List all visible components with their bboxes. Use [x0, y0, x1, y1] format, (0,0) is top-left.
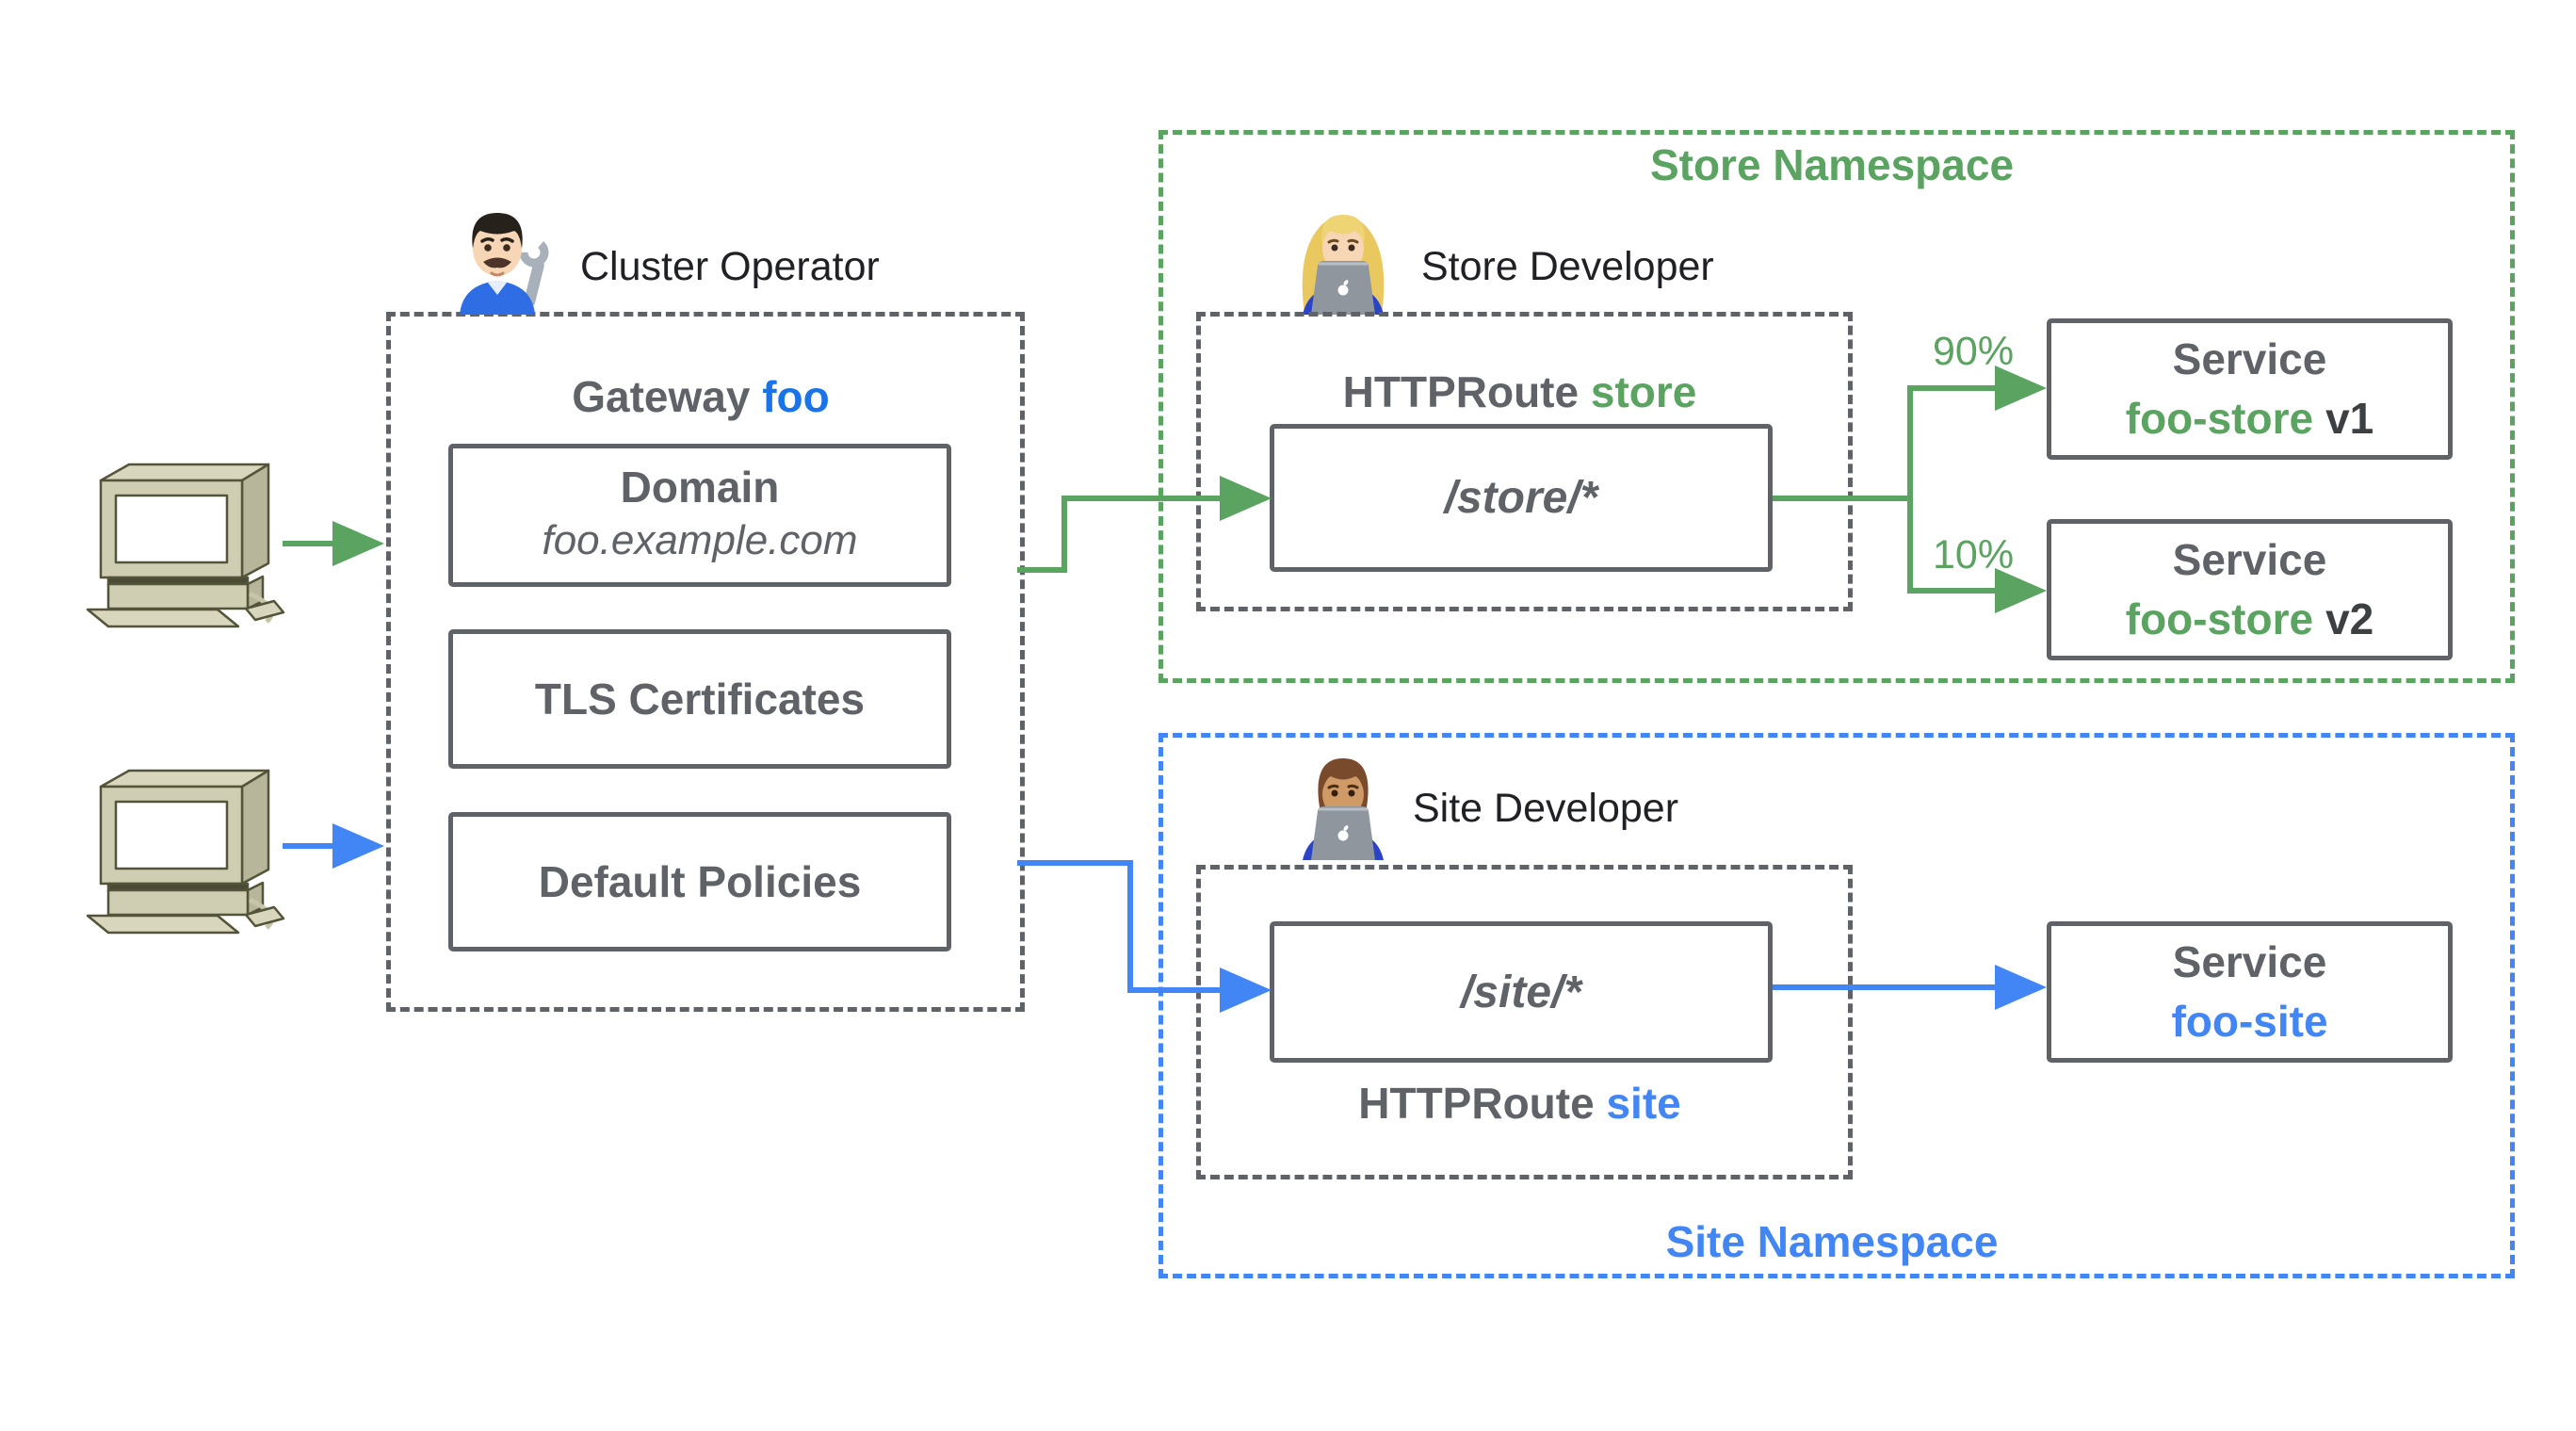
default-policies-card: Default Policies — [448, 812, 951, 951]
gateway-title-name: foo — [762, 372, 830, 421]
split-90-label: 90% — [1933, 329, 2015, 374]
site-path-text: /site/* — [1460, 967, 1582, 1017]
store-split-stem-line — [1907, 385, 1913, 594]
gateway-to-store-arrowhead — [1220, 476, 1272, 521]
gateway-title: Gateway foo — [386, 375, 1015, 418]
client-computer-icon-2 — [86, 769, 285, 935]
woman-technologist-emoji-icon — [1302, 215, 1385, 315]
httproute-store-title: HTTPRoute store — [1196, 370, 1843, 414]
httproute-store-box — [1196, 312, 1853, 611]
gateway-title-prefix: Gateway — [572, 372, 751, 421]
store-path-box: /store/* — [1270, 424, 1773, 572]
man-technologist-emoji-icon — [1303, 758, 1384, 860]
httproute-site-title-name: site — [1606, 1079, 1681, 1128]
store-namespace-box — [1158, 130, 2515, 683]
service-foo-site-box: Service foo-site — [2047, 921, 2453, 1063]
store-split-90-line — [1907, 385, 1997, 391]
httproute-store-title-name: store — [1590, 367, 1697, 416]
domain-card: Domain foo.example.com — [448, 444, 951, 587]
site-namespace-label: Site Namespace — [1665, 1217, 1999, 1266]
service-foo-store-v2-version: v2 — [2325, 594, 2374, 643]
domain-card-subtitle: foo.example.com — [542, 516, 858, 563]
tls-certificates-card: TLS Certificates — [448, 629, 951, 769]
client1-to-gateway-line — [283, 541, 334, 546]
service-foo-store-v1-prefix: Service — [2172, 333, 2327, 383]
tls-certificates-card-title: TLS Certificates — [534, 674, 866, 724]
service-foo-site-name: foo-site — [2171, 997, 2328, 1046]
client-computer-icon-1 — [86, 463, 285, 628]
gateway-to-store-line-h2 — [1061, 496, 1220, 501]
gateway-to-store-line-v — [1061, 496, 1067, 573]
client1-to-gateway-arrowhead — [332, 521, 384, 566]
store-split-10-line — [1907, 588, 1997, 594]
service-foo-store-v2-prefix: Service — [2172, 534, 2327, 584]
store-split-90-arrowhead — [1995, 366, 2047, 411]
gateway-box — [386, 312, 1025, 1012]
store-namespace-label: Store Namespace — [1649, 140, 2015, 189]
site-route-to-service-arrowhead — [1995, 965, 2047, 1010]
gateway-to-site-line-h2 — [1127, 987, 1220, 993]
service-foo-site-prefix: Service — [2172, 936, 2327, 986]
gateway-to-site-line-h1 — [1017, 860, 1133, 866]
man-mechanic-emoji-icon — [460, 213, 549, 315]
httproute-site-box — [1196, 865, 1853, 1179]
service-foo-store-v1-version: v1 — [2325, 394, 2374, 443]
service-foo-store-v2-name: foo-store — [2125, 594, 2314, 643]
site-route-to-service-line — [1773, 984, 1995, 990]
httproute-site-title-prefix: HTTPRoute — [1358, 1079, 1595, 1128]
domain-card-title: Domain — [620, 462, 780, 512]
split-10-label: 10% — [1933, 532, 2015, 577]
store-split-10-arrowhead — [1995, 568, 2047, 613]
store-path-text: /store/* — [1444, 473, 1598, 523]
store-developer-label: Store Developer — [1421, 244, 1714, 289]
service-foo-store-v1-name: foo-store — [2125, 394, 2314, 443]
gateway-to-site-line-v — [1127, 860, 1133, 993]
store-route-out-line — [1773, 496, 1910, 501]
gateway-to-site-arrowhead — [1220, 968, 1272, 1013]
httproute-store-title-prefix: HTTPRoute — [1342, 367, 1580, 416]
httproute-site-title: HTTPRoute site — [1196, 1081, 1843, 1125]
site-developer-label: Site Developer — [1413, 786, 1679, 831]
site-path-box: /site/* — [1270, 921, 1773, 1063]
default-policies-card-title: Default Policies — [538, 856, 862, 906]
cluster-operator-label: Cluster Operator — [580, 244, 880, 289]
client2-to-gateway-arrowhead — [332, 823, 384, 869]
site-namespace-box — [1158, 733, 2515, 1278]
gateway-to-store-line-h1 — [1017, 567, 1067, 573]
client2-to-gateway-line — [283, 843, 334, 849]
